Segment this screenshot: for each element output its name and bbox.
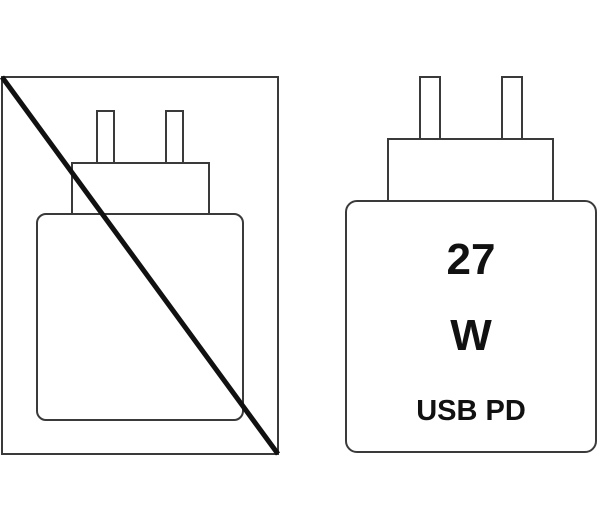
no-charger-icon <box>0 75 281 456</box>
charger-body <box>345 200 597 453</box>
protocol-label: USB PD <box>416 395 526 427</box>
right-prong <box>165 110 184 164</box>
right-prong <box>501 76 523 140</box>
wattage-value: 27 <box>447 235 496 284</box>
charger-body <box>36 213 244 421</box>
left-prong <box>419 76 441 140</box>
wattage-unit: W <box>450 311 492 360</box>
plug-neck <box>387 138 554 202</box>
charger-icon: 27 W USB PD <box>345 76 597 453</box>
strike-through-slash <box>0 75 281 456</box>
plug-neck <box>71 162 210 215</box>
frame-box <box>1 76 279 455</box>
left-prong <box>96 110 115 164</box>
